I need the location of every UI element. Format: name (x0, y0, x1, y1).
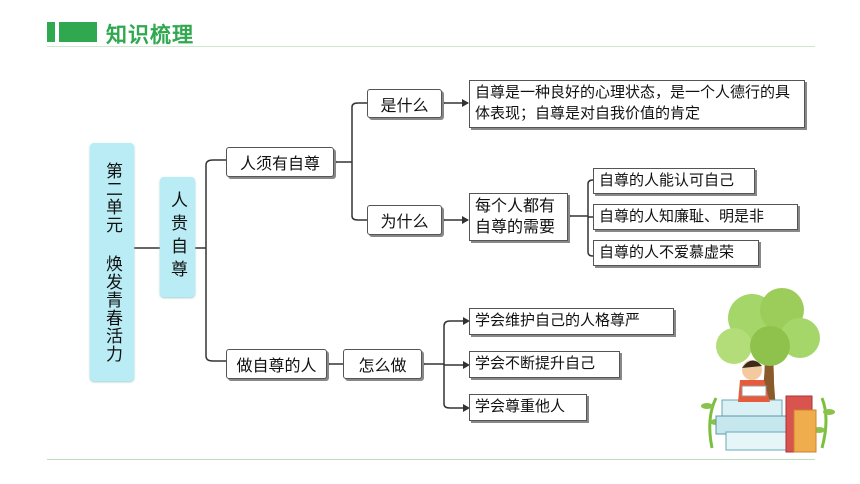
unit-label: 第二单元 焕发青春活力 (90, 143, 134, 381)
leaf-how-3: 学会尊重他人 (469, 394, 587, 421)
leaf-how-1: 学会维护自己的人格尊严 (469, 308, 674, 335)
leaf-why-summary: 每个人都有自尊的需要 (469, 193, 568, 241)
node-why: 为什么 (367, 205, 442, 235)
leaf-why-reason-1: 自尊的人能认可自己 (593, 168, 755, 194)
leaf-definition: 自尊是一种良好的心理状态，是一个人德行的具体表现；自尊是对自我价值的肯定 (469, 80, 805, 128)
header-accent-large (59, 22, 97, 42)
leaf-why-reason-3: 自尊的人不爱慕虚荣 (593, 240, 759, 266)
leaf-why-reason-2: 自尊的人知廉耻、明是非 (593, 204, 798, 230)
topic-label: 人贵自尊 (160, 177, 195, 297)
header-divider (47, 46, 815, 47)
node-must-have-self-respect: 人须有自尊 (226, 147, 334, 177)
node-be-self-respecting: 做自尊的人 (226, 349, 327, 379)
header-accent-small (47, 22, 55, 42)
page-title: 知识梳理 (106, 23, 194, 47)
node-what: 是什么 (367, 89, 442, 118)
footer-divider (47, 459, 815, 460)
reading-boy-illustration (701, 288, 835, 453)
node-how: 怎么做 (343, 349, 422, 379)
leaf-how-2: 学会不断提升自己 (469, 351, 620, 378)
